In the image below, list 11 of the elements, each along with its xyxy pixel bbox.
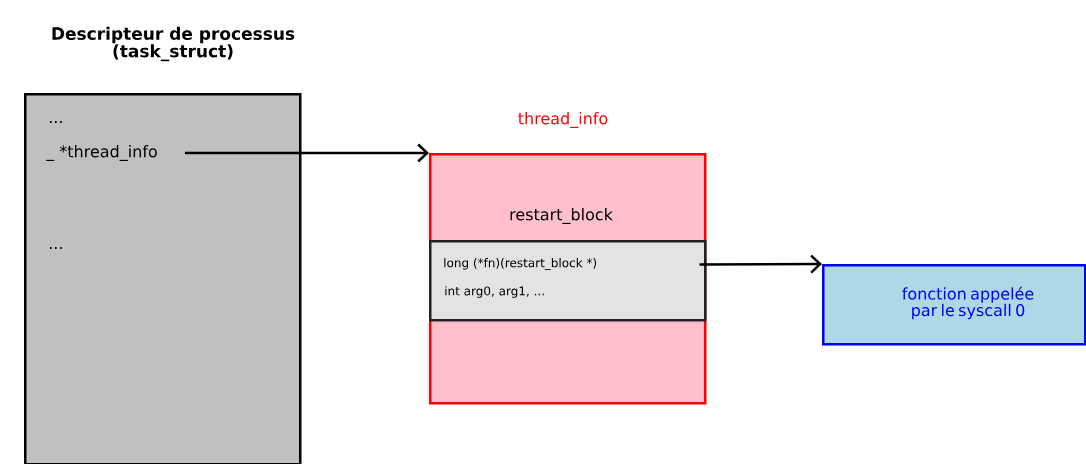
arrow bbox=[184, 143, 429, 163]
code-line: long (*fn)(restart_block *) bbox=[444, 258, 597, 270]
field-label: _ *thread_info bbox=[46, 145, 157, 161]
structure-title: thread_info bbox=[518, 112, 608, 128]
box-title: Descripteur de processus (task_struct) bbox=[52, 26, 295, 62]
code-line: int arg0, arg1, ... bbox=[445, 286, 544, 298]
function-box: fonction appelée par le syscall 0 bbox=[822, 264, 1086, 346]
ellipsis: ... bbox=[49, 121, 62, 123]
arrow bbox=[699, 254, 822, 274]
structure-label: restart_block bbox=[510, 208, 613, 224]
ellipsis: ... bbox=[49, 247, 62, 249]
